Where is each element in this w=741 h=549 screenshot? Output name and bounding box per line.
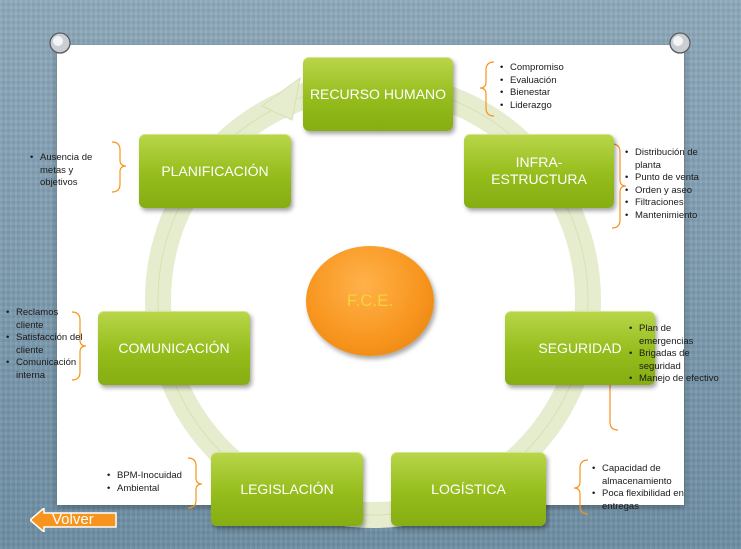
list-infraestructura: Distribución de planta Punto de venta Or… bbox=[625, 147, 739, 222]
list-item: Filtraciones bbox=[625, 197, 739, 210]
list-item: Bienestar bbox=[500, 87, 564, 100]
list-item: Poca flexibilidad en entregas bbox=[592, 488, 710, 513]
center-fce: F.C.E. bbox=[306, 246, 434, 356]
list-item: BPM-Inocuidad bbox=[107, 470, 182, 483]
list-logistica: Capacidad de almacenamiento Poca flexibi… bbox=[592, 463, 710, 513]
list-item: Satisfacción del cliente bbox=[6, 332, 110, 357]
node-legislacion: LEGISLACIÓN bbox=[211, 452, 363, 526]
node-planificacion: PLANIFICACIÓN bbox=[139, 134, 291, 208]
node-recurso-humano: RECURSO HUMANO bbox=[303, 57, 453, 131]
list-item: Plan de emergencias bbox=[629, 323, 739, 348]
list-planificacion: Ausencia de metas y objetivos bbox=[30, 152, 110, 190]
pushpin-icon bbox=[669, 32, 691, 54]
list-item: Manejo de efectivo bbox=[629, 373, 739, 386]
list-item: Compromiso bbox=[500, 62, 564, 75]
list-item: Orden y aseo bbox=[625, 185, 739, 198]
pushpin-icon bbox=[49, 32, 71, 54]
back-button-label: Volver bbox=[52, 511, 94, 528]
arrow-left-icon bbox=[30, 508, 117, 532]
list-item: Liderazgo bbox=[500, 100, 564, 113]
list-comunicacion: Reclamos cliente Satisfacción del client… bbox=[6, 307, 110, 382]
list-item: Ausencia de metas y objetivos bbox=[30, 152, 110, 190]
node-comunicacion: COMUNICACIÓN bbox=[98, 311, 250, 385]
list-item: Reclamos cliente bbox=[6, 307, 110, 332]
list-item: Punto de venta bbox=[625, 172, 739, 185]
list-item: Brigadas de seguridad bbox=[629, 348, 739, 373]
list-item: Evaluación bbox=[500, 75, 564, 88]
node-infraestructura: INFRA- ESTRUCTURA bbox=[464, 134, 614, 208]
list-recurso-humano: Compromiso Evaluación Bienestar Liderazg… bbox=[500, 62, 564, 112]
list-item: Capacidad de almacenamiento bbox=[592, 463, 710, 488]
node-logistica: LOGÍSTICA bbox=[391, 452, 546, 526]
list-item: Comunicación interna bbox=[6, 357, 110, 382]
back-button[interactable]: Volver bbox=[30, 508, 118, 532]
list-item: Ambiental bbox=[107, 483, 182, 496]
list-seguridad: Plan de emergencias Brigadas de segurida… bbox=[629, 323, 739, 386]
list-item: Mantenimiento bbox=[625, 210, 739, 223]
list-item: Distribución de planta bbox=[625, 147, 739, 172]
list-legislacion: BPM-Inocuidad Ambiental bbox=[107, 470, 182, 495]
